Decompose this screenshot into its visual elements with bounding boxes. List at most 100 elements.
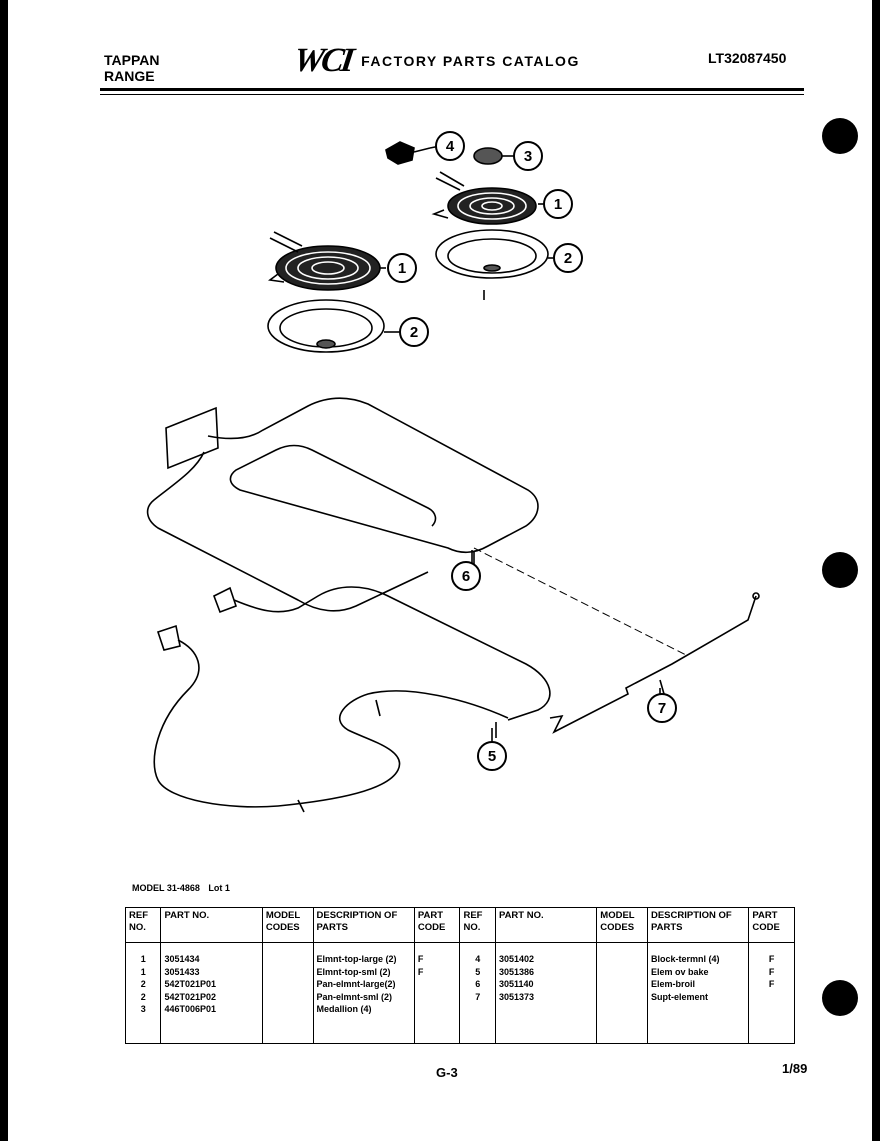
part-number: 3051434: [164, 954, 200, 964]
left-ref-cell: 1 1 2 2 3: [124, 942, 162, 1044]
right-part-cell: 3051402 3051386 3051140 3051373: [494, 942, 598, 1044]
brand-line-1: TAPPAN: [104, 52, 160, 68]
col-part-code-right: PART CODE: [748, 907, 795, 943]
part-description: Medallion (4): [316, 1004, 372, 1015]
callout-label-1-upper: 1: [554, 196, 562, 213]
part-description: Elmnt-top-large (2): [316, 954, 397, 964]
medallion-part: [473, 147, 514, 165]
part-description: Supt-element: [650, 991, 708, 1002]
part-number: 542T021P01: [164, 979, 217, 990]
left-description-cell: Elmnt-top-large (2) Elmnt-top-sml (2) Pa…: [312, 942, 415, 1044]
small-surface-element: [431, 171, 546, 225]
catalog-title: FACTORY PARTS CATALOG: [361, 53, 580, 69]
callout-circle-1-upper: [543, 189, 573, 219]
callout-circle-2-upper: [553, 243, 583, 273]
ref-value: 7: [475, 991, 481, 1002]
catalog-header: WCI FACTORY PARTS CATALOG: [291, 42, 580, 79]
part-description: Block-termnl (4): [650, 954, 720, 964]
bake-element: [153, 586, 551, 813]
part-description: Pan-elmnt-large(2): [316, 979, 396, 990]
callout-label-7: 7: [658, 700, 666, 717]
col-part-code: PART CODE: [413, 907, 461, 943]
col-model-codes-right: MODEL CODES: [596, 907, 648, 943]
callout-label-1-lower: 1: [398, 260, 406, 277]
part-number: 446T006P01: [164, 1004, 217, 1015]
large-surface-element: [267, 231, 386, 291]
exploded-parts-diagram: 4 3 1 2 1 2 6 7 5: [146, 131, 760, 813]
callout-circle-2-lower: [399, 317, 429, 347]
broil-element: [146, 397, 539, 612]
catalog-page: TAPPAN RANGE WCI FACTORY PARTS CATALOG L…: [8, 0, 872, 1141]
header-rule-thin: [100, 94, 804, 95]
callout-circle-3: [513, 141, 543, 171]
part-code: F: [417, 954, 424, 964]
part-description: Elmnt-top-sml (2): [316, 966, 391, 977]
callout-label-6: 6: [462, 568, 470, 585]
model-number: MODEL 31-4868: [132, 883, 200, 893]
page-number: G-3: [436, 1065, 458, 1080]
col-ref-no: REF NO.: [124, 907, 162, 943]
part-description: Pan-elmnt-sml (2): [316, 991, 393, 1002]
ref-value: 6: [475, 979, 481, 990]
callout-circle-6: [451, 561, 481, 591]
revision-date: 1/89: [782, 1061, 808, 1076]
element-support: [549, 592, 760, 734]
part-description: Elem ov bake: [650, 966, 709, 977]
ref-value: 1: [140, 966, 146, 977]
left-part-code-cell: F F: [413, 942, 461, 1044]
document-number: LT32087450: [708, 50, 787, 66]
callout-label-3: 3: [524, 148, 532, 165]
parts-table: REF NO. PART NO. MODEL CODES DESCRIPTION…: [124, 907, 795, 1044]
col-ref-no-right: REF NO.: [459, 907, 496, 943]
callout-circle-1-lower: [387, 253, 417, 283]
brand-label: TAPPAN RANGE: [104, 52, 159, 84]
right-ref-cell: 4 5 6 7: [459, 942, 496, 1044]
col-model-codes: MODEL CODES: [261, 907, 314, 943]
ref-value: 4: [475, 954, 481, 964]
ref-value: 3: [140, 1004, 146, 1015]
col-description-right: DESCRIPTION OF PARTS: [646, 907, 750, 943]
large-drip-pan: [267, 299, 400, 353]
small-drip-pan: [435, 229, 556, 300]
lot-number: Lot 1: [208, 883, 230, 893]
part-number: 3051402: [498, 954, 534, 964]
callout-circle-4: [435, 131, 465, 161]
terminal-block-part: [385, 141, 431, 165]
part-number: 3051140: [498, 979, 534, 990]
brand-line-2: RANGE: [104, 68, 155, 84]
callout-label-4: 4: [446, 138, 455, 155]
part-number: 3051386: [498, 966, 534, 977]
right-part-code-cell: F F F: [748, 942, 795, 1044]
left-model-codes-cell: [261, 942, 314, 1044]
part-number: 3051433: [164, 966, 200, 977]
callout-label-2-upper: 2: [564, 250, 572, 267]
callout-label-2-lower: 2: [410, 324, 418, 341]
part-code: F: [768, 979, 775, 990]
part-number: 3051373: [498, 991, 534, 1002]
punch-hole-bottom: [822, 980, 858, 1016]
col-description: DESCRIPTION OF PARTS: [312, 907, 415, 943]
col-part-no-right: PART NO.: [494, 907, 598, 943]
part-code: F: [768, 954, 775, 964]
punch-hole-middle: [822, 552, 858, 588]
part-description: Elem-broil: [650, 979, 695, 990]
leader-dash-line: [473, 547, 689, 657]
table-row: 1 1 2 2 3 3051434 3051433 542T021P01 542…: [124, 942, 795, 1044]
callout-label-5: 5: [488, 748, 496, 765]
right-model-codes-cell: [596, 942, 648, 1044]
part-number: 542T021P02: [164, 991, 217, 1002]
model-line: MODEL 31-4868 Lot 1: [132, 883, 230, 893]
header-rule: [100, 88, 804, 91]
col-part-no: PART NO.: [160, 907, 263, 943]
punch-hole-top: [822, 118, 858, 154]
left-part-cell: 3051434 3051433 542T021P01 542T021P02 44…: [160, 942, 263, 1044]
ref-value: 5: [475, 966, 481, 977]
part-code: F: [417, 966, 424, 977]
right-description-cell: Block-termnl (4) Elem ov bake Elem-broil…: [646, 942, 750, 1044]
ref-value: 1: [140, 954, 146, 964]
table-header-row: REF NO. PART NO. MODEL CODES DESCRIPTION…: [124, 907, 795, 943]
ref-value: 2: [140, 979, 146, 990]
ref-value: 2: [140, 991, 146, 1002]
part-code: F: [768, 966, 775, 977]
callout-circle-5: [477, 741, 507, 771]
